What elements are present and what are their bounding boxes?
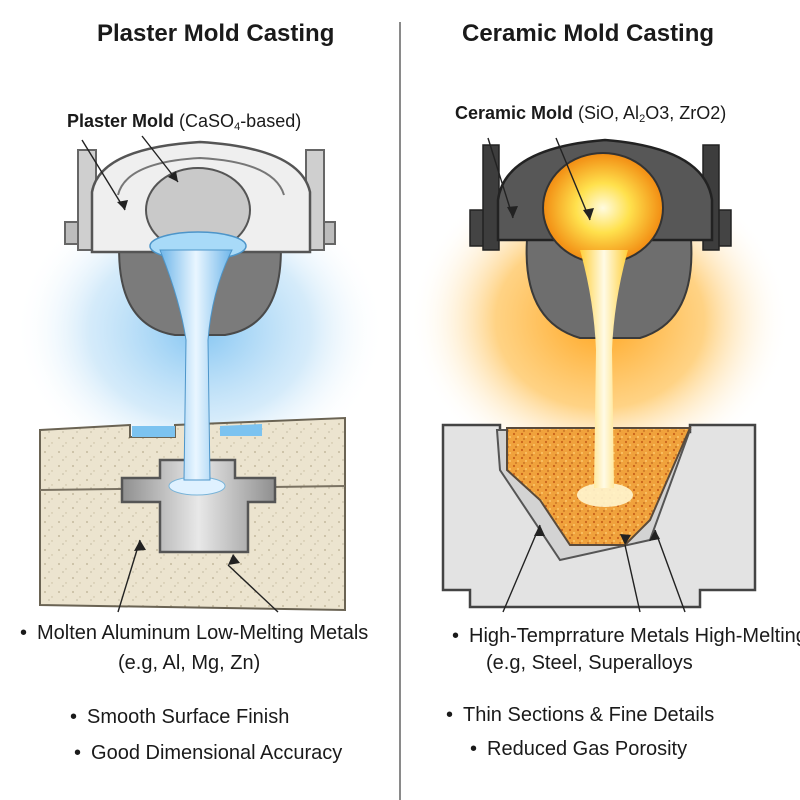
plaster-bullet-metals: •Molten Aluminum Low-Melting Metals xyxy=(20,622,369,644)
ceramic-arrowheads xyxy=(507,206,660,545)
ceramic-title: Ceramic Mold Casting xyxy=(462,20,715,47)
center-divider xyxy=(399,22,401,800)
plaster-ladle xyxy=(64,140,336,336)
ceramic-pour-stream xyxy=(580,250,628,488)
plaster-mold-label: Plaster Mold (CaSO4-based) xyxy=(67,111,302,133)
plaster-title: Plaster Mold Casting xyxy=(97,20,335,47)
ceramic-bullet-porosity: •Reduced Gas Porosity xyxy=(470,738,688,760)
ceramic-bullet-metals: •High-Temprrature Metals High-Melting xyxy=(452,625,800,647)
plaster-arrowheads xyxy=(117,171,240,565)
plaster-bullet-accuracy: •Good Dimensional Accuracy xyxy=(74,742,343,764)
plaster-pour-stream xyxy=(159,249,233,481)
ceramic-bullet-thin: •Thin Sections & Fine Details xyxy=(446,704,715,726)
ceramic-bullet-examples: (e.g, Steel, Superalloys xyxy=(486,652,693,674)
plaster-mold-block xyxy=(39,416,346,612)
plaster-bullet-finish: •Smooth Surface Finish xyxy=(70,706,290,728)
ceramic-mold-label: Ceramic Mold (SiO, Al2O3, ZrO2) xyxy=(455,103,727,125)
ceramic-leader-lines xyxy=(487,137,686,613)
plaster-bullet-examples: (e.g, Al, Mg, Zn) xyxy=(118,652,261,674)
